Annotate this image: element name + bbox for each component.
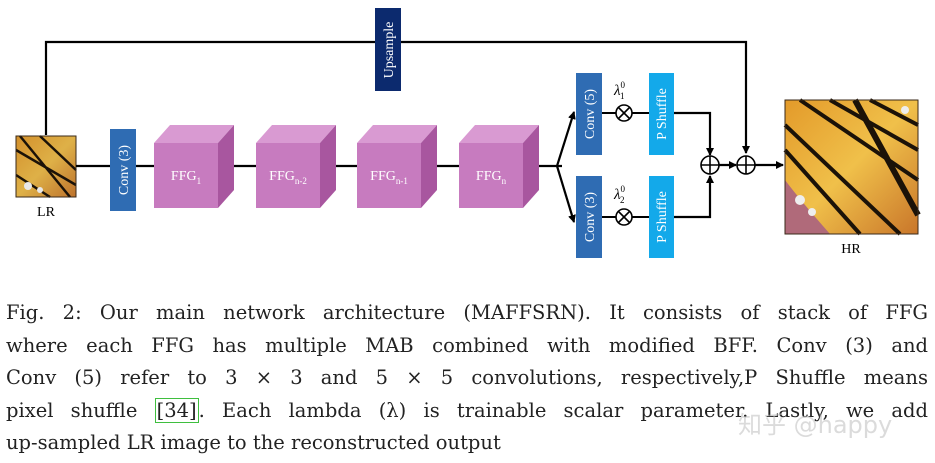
conv3b-block: Conv (3) [576,176,602,258]
ffg-block-1: FFG1 [154,125,234,208]
caption-line-2: where each FFG has multiple MAB combined… [6,333,928,357]
watermark: 知乎 @happy [738,411,893,439]
pshuffle-top-to-sum [674,111,714,156]
hr-label: HR [841,242,861,257]
caption-line-1: Fig. 2: Our main network architecture (M… [6,301,928,324]
svg-text:FFGn-1: FFGn-1 [370,169,408,186]
ffg-n-1-label: FFG [370,169,396,184]
ffg-n-1-sub: n-1 [396,176,408,186]
conv5-block: Conv (5) [576,73,602,155]
citation-link[interactable]: [34] [154,397,199,423]
fork-lines [555,111,576,223]
conv3b-label: Conv (3) [583,192,598,243]
multiply-bottom-icon [615,208,633,226]
caption-line-5: up-sampled LR image to the reconstructed… [6,431,501,454]
conv5-label: Conv (5) [583,89,598,140]
ffg-n-2-label: FFG [269,169,295,184]
sum-branches-icon [700,155,720,175]
caption-line-4: pixel shuffle [34]. Each lambda (λ) is t… [6,397,928,423]
multiply-top-icon [615,104,633,122]
pshuffle-top-label: P Shuffle [655,88,670,140]
upsample-block: Upsample [375,8,401,91]
lr-image [15,135,77,199]
caption-line-3: Conv (5) refer to 3 × 3 and 5 × 5 convol… [6,366,928,389]
svg-text:FFG1: FFG1 [171,169,201,186]
ffg-block-n: FFGn [459,125,539,208]
ffg-block-n-2: FFGn-2 [256,125,336,208]
ffg-block-n-1: FFGn-1 [357,125,437,208]
ffg-n-2-sub: n-2 [295,176,307,186]
lr-label: LR [37,205,56,220]
svg-text:FFGn-2: FFGn-2 [269,169,307,186]
ffg-n-sub: n [502,176,507,186]
sum-skip-icon [736,155,756,175]
conv3-block: Conv (3) [110,129,136,211]
conv3-label: Conv (3) [117,145,132,196]
upsample-label: Upsample [382,22,397,79]
svg-text:FFGn: FFGn [476,169,507,186]
pshuffle-bottom-block: P Shuffle [649,176,674,258]
ffg-n-label: FFG [476,169,502,184]
pshuffle-bottom-label: P Shuffle [655,191,670,243]
pshuffle-top-block: P Shuffle [649,73,674,155]
hr-image [783,98,921,236]
ffg-1-sub: 1 [197,176,202,186]
figure-caption: Fig. 2: Our main network architecture (M… [6,297,928,460]
ffg-1-label: FFG [171,169,197,184]
pshuffle-bottom-to-sum [674,175,714,219]
